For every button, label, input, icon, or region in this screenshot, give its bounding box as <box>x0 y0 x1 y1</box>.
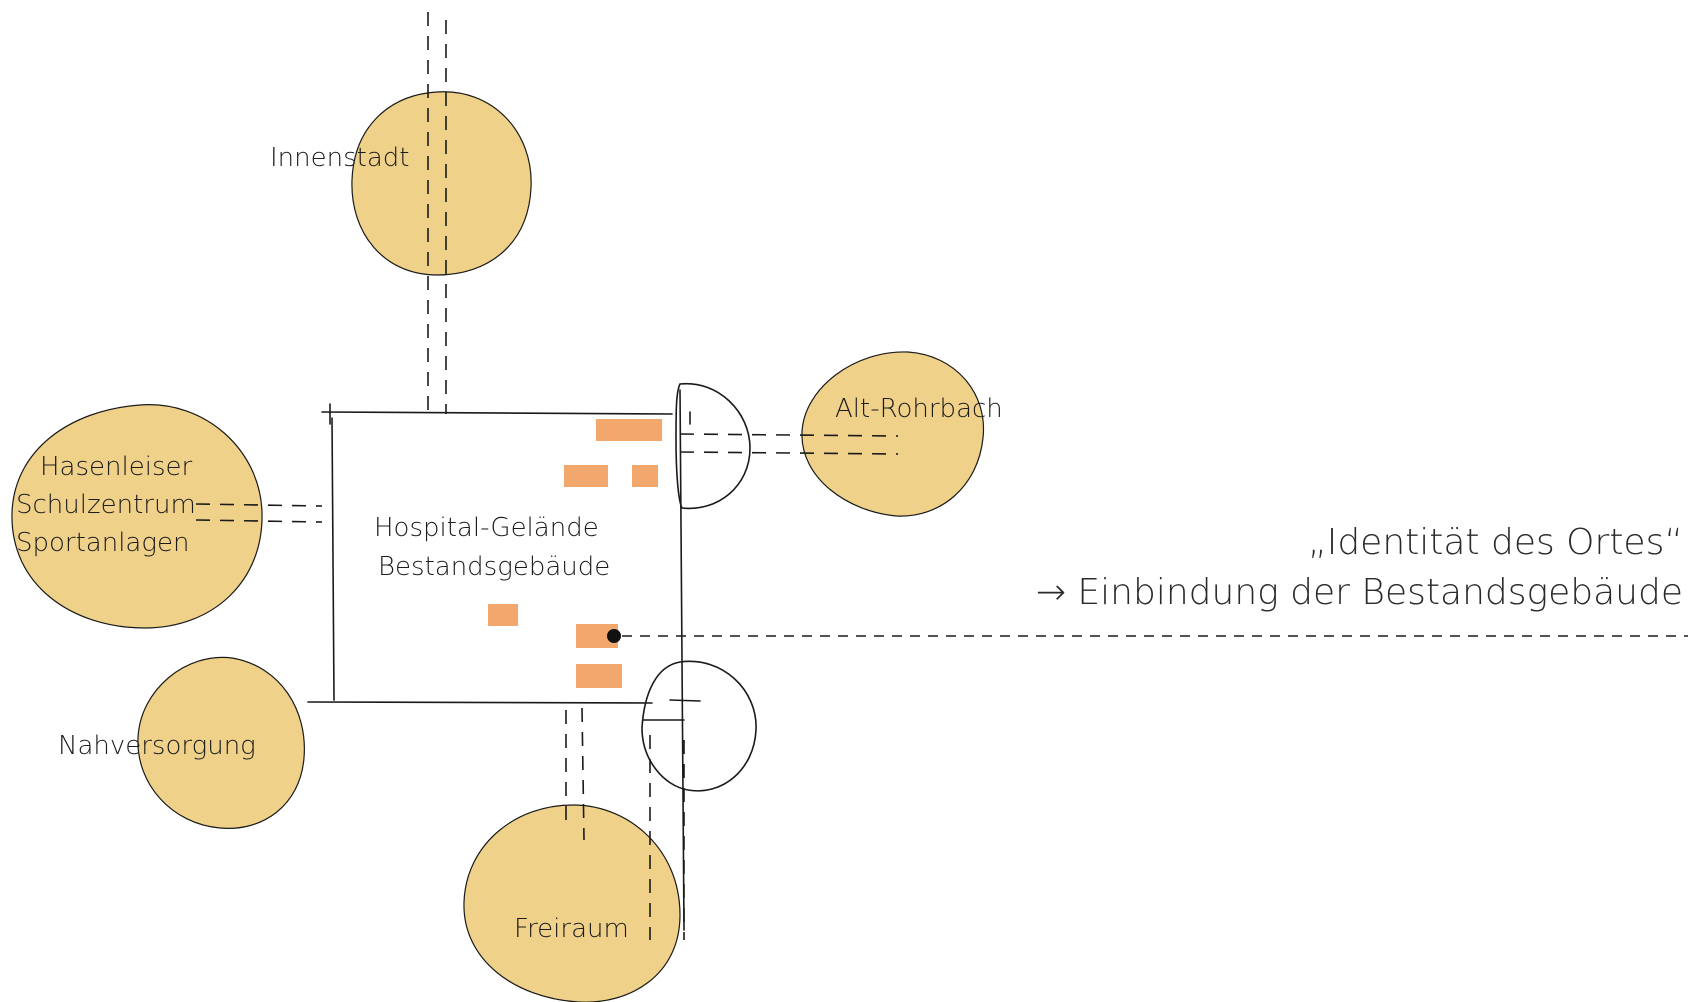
existing-buildings <box>488 419 662 688</box>
label-innenstadt: Innenstadt <box>270 143 409 173</box>
connector-alt-rohrbach <box>679 433 899 437</box>
label-schulzentrum: Schulzentrum <box>16 490 196 520</box>
connector-hasenleiser <box>195 503 323 507</box>
node-alt-rohrbach <box>801 351 985 517</box>
node-hasenleiser <box>11 404 263 629</box>
annotation: „Identität des Ortes“ → Einbindung der B… <box>1036 522 1683 613</box>
label-nahversorgung: Nahversorgung <box>58 731 256 761</box>
annotation-pointer <box>607 629 1688 643</box>
label-hospital-gelaende: Hospital-Gelände <box>374 513 599 543</box>
label-freiraum: Freiraum <box>514 914 629 944</box>
label-bestandsgebaeude: Bestandsgebäude <box>378 552 610 582</box>
label-hasenleiser: Hasenleiser <box>40 452 192 482</box>
dashed-connectors <box>195 12 899 940</box>
open-circle-lower <box>641 660 757 792</box>
building-2 <box>564 465 608 487</box>
annotation-line-1: „Identität des Ortes“ <box>1308 522 1683 563</box>
annotation-line-2: → Einbindung der Bestandsgebäude <box>1036 572 1683 613</box>
building-6 <box>576 664 622 688</box>
node-innenstadt <box>351 91 532 276</box>
building-3 <box>632 465 658 487</box>
center-labels: Hospital-Gelände Bestandsgebäude <box>374 513 610 582</box>
label-sportanlagen: Sportanlagen <box>16 528 189 558</box>
node-nahversorgung <box>137 656 305 829</box>
building-1 <box>596 419 662 441</box>
open-circles <box>641 382 757 792</box>
label-alt-rohrbach: Alt-Rohrbach <box>835 394 1003 424</box>
node-freiraum <box>463 804 681 1002</box>
node-circles <box>11 91 985 1002</box>
open-circle-upper <box>675 382 751 510</box>
pointer-dot <box>607 629 621 643</box>
building-4 <box>488 604 518 626</box>
node-labels: Innenstadt Alt-Rohrbach Hasenleiser Schu… <box>16 143 1003 944</box>
